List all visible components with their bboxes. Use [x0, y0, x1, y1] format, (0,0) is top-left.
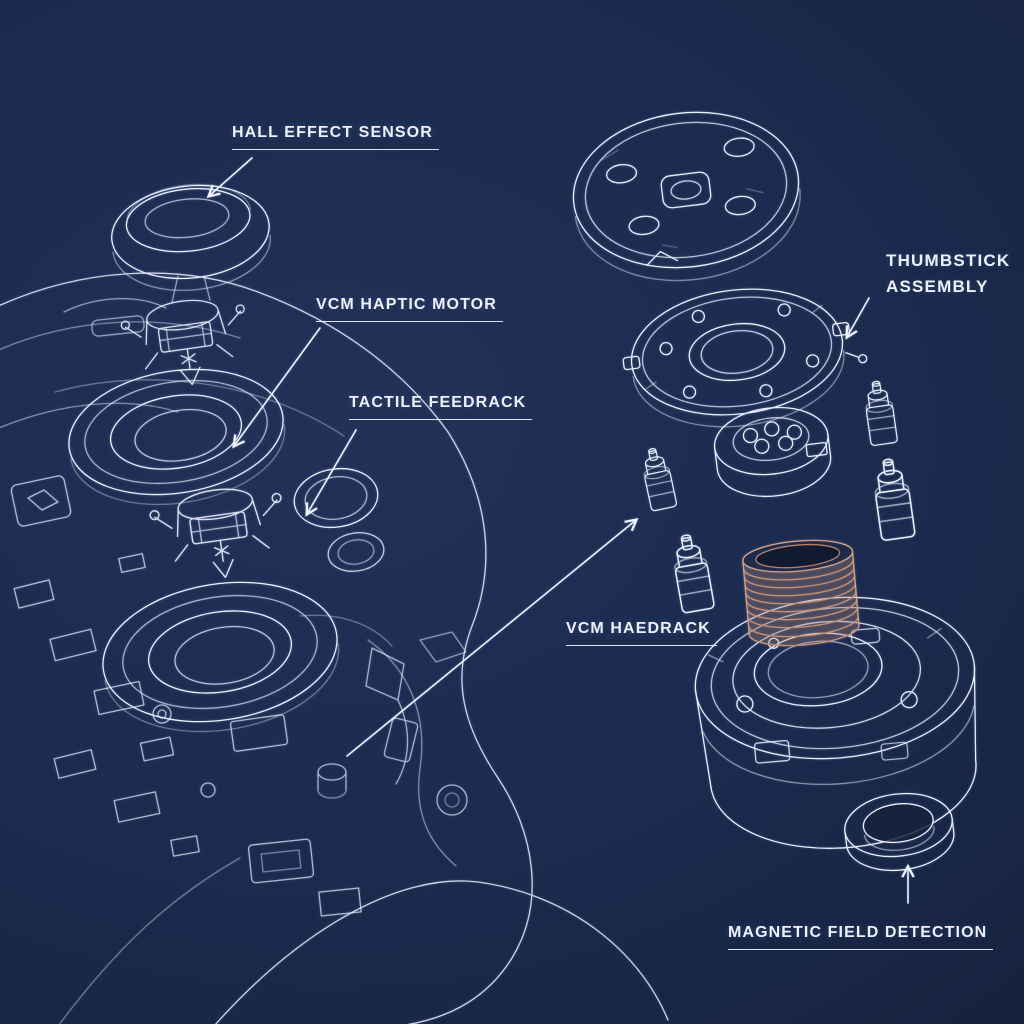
label-hall-effect-sensor: HALL EFFECT SENSOR	[232, 124, 439, 150]
gimbal-assembly-lower	[149, 488, 282, 579]
thumbstick-well-lower	[102, 581, 340, 733]
copper-coil	[742, 539, 860, 647]
rotor-drum	[713, 406, 832, 497]
label-thumbstick-assembly: THUMBSTICK ASSEMBLY	[886, 248, 1010, 299]
arrow-vcm-haptic	[234, 327, 321, 446]
button-ring-secondary	[327, 532, 385, 572]
motor-block-left-lower	[668, 531, 716, 615]
motor-block-right-upper	[861, 378, 899, 447]
top-cover-disc	[572, 111, 801, 282]
gimbal-assembly-upper	[120, 299, 245, 386]
arrow-assembly-long	[346, 520, 636, 757]
motor-block-right-lower	[870, 456, 917, 542]
arrow-hall-effect	[209, 157, 253, 196]
label-thumbstick-assembly-line2: ASSEMBLY	[886, 276, 989, 296]
magnet-ring	[844, 792, 955, 872]
motor-block-left-upper	[638, 445, 678, 512]
label-vcm-haptic-motor: VCM HAPTIC MOTOR	[316, 296, 503, 322]
thumbstick-cap	[111, 183, 271, 292]
vcm-housing	[694, 596, 977, 849]
label-tactile-feedback: TACTILE FEEDRACK	[349, 394, 533, 420]
shoulder-detail	[63, 297, 167, 337]
arrow-thumbstick-assembly	[847, 297, 870, 337]
label-vcm-feedback: VCM HAEDRACK	[566, 620, 717, 646]
inner-frame-right	[317, 631, 468, 816]
cap-stem-lines	[171, 275, 211, 303]
pcb-components	[10, 475, 362, 917]
mounting-ring-plate	[622, 288, 868, 428]
annotation-arrows	[209, 157, 908, 904]
button-cluster	[293, 467, 379, 529]
thumbstick-well-upper	[68, 368, 286, 506]
controller-body	[0, 272, 669, 1024]
arrow-tactile	[307, 429, 357, 514]
label-thumbstick-assembly-line1: THUMBSTICK	[886, 251, 1011, 270]
label-magnetic-field-detection: MAGNETIC FIELD DETECTION	[728, 924, 994, 950]
